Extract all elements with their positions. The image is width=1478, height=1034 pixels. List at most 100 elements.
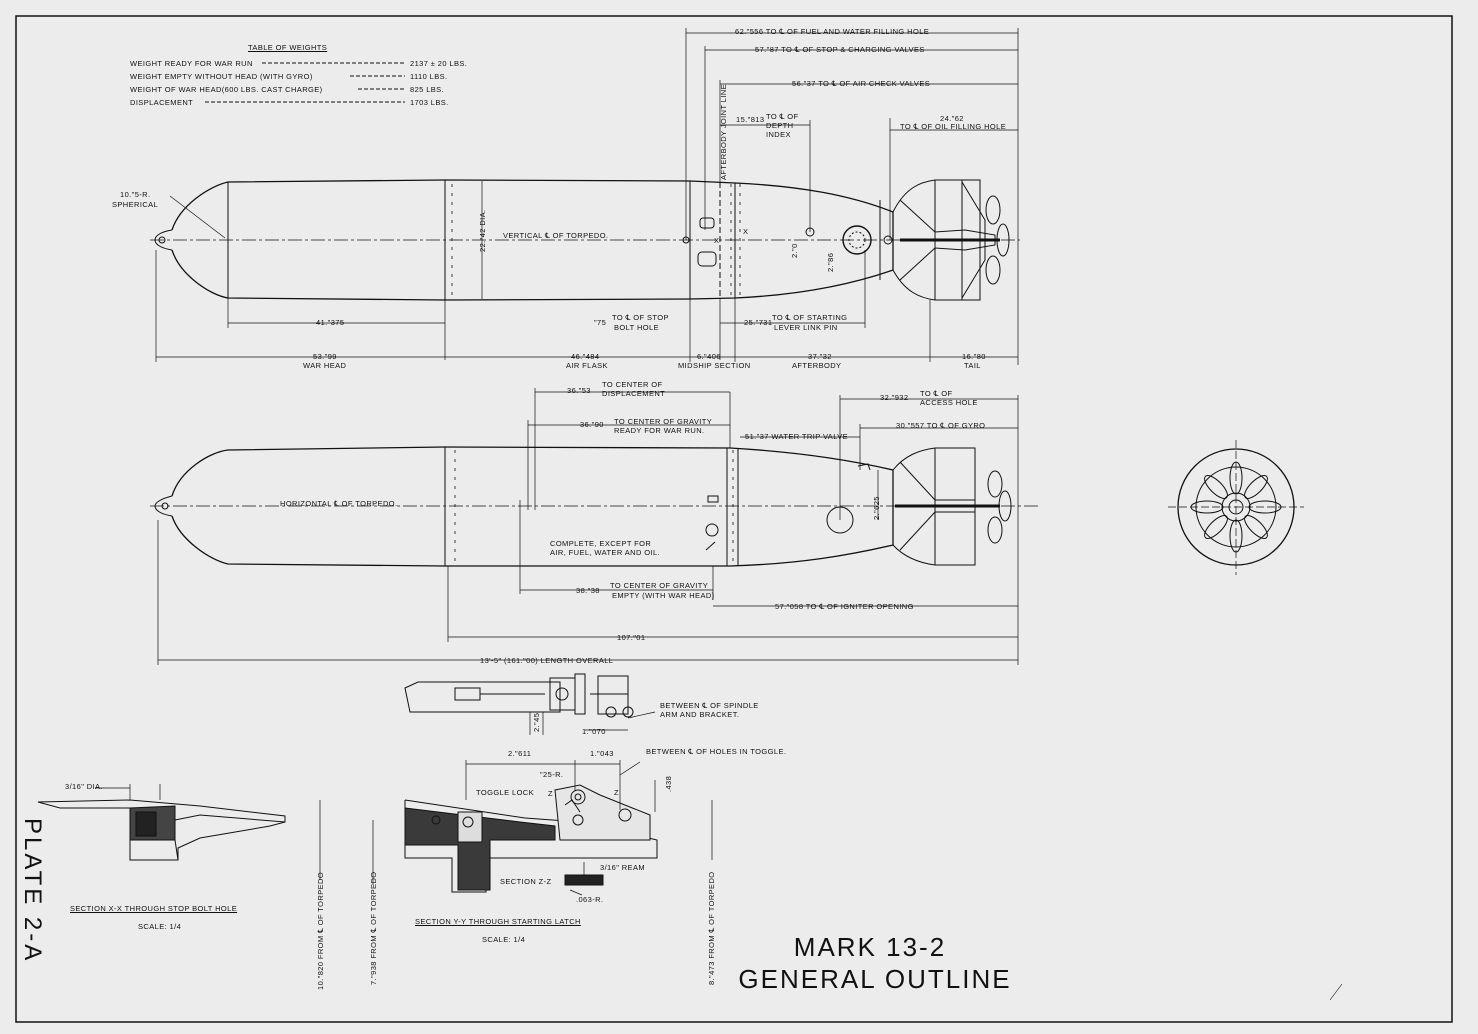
section-y-radius-2: .063-R.: [576, 895, 604, 904]
small-dim-2: 2."86: [826, 252, 835, 272]
nose-type-label: SPHERICAL: [112, 200, 159, 209]
side-view-dimensions: [158, 388, 1018, 665]
side-small-dim: 2."625: [872, 496, 881, 520]
afterbody-joint-line-label: AFTERBODY JOINT LINE: [719, 83, 728, 180]
marker-z-1: Z: [548, 789, 553, 798]
section-z-label: SECTION Z-Z: [500, 877, 552, 886]
gravity-empty-label-2: EMPTY (WITH WAR HEAD): [612, 591, 715, 600]
dim-oil-hole-label: TO ℄ OF OIL FILLING HOLE: [900, 122, 1007, 131]
segment-tail-label: TAIL: [964, 361, 981, 370]
plate-label: PLATE 2-A: [19, 818, 46, 964]
dim-107-label: 107."01: [617, 633, 646, 642]
section-y-dim-b: 1."043: [590, 749, 614, 758]
small-dim-1: 2."0: [790, 243, 799, 258]
scratch-mark: [1330, 984, 1342, 1000]
nose-radius-label: 10."5-R.: [120, 190, 151, 199]
spindle-note-1: BETWEEN ℄ OF SPINDLE: [660, 701, 759, 710]
gravity-war-value: 36."90: [580, 420, 604, 429]
weight-label-2: WEIGHT EMPTY WITHOUT HEAD (WITH GYRO): [130, 72, 313, 81]
section-leaders: [320, 800, 712, 885]
dim-oil-hole-value: 24."62: [940, 114, 964, 123]
spindle-note-2: ARM AND BRACKET.: [660, 710, 740, 719]
section-x-x-drawing: [38, 784, 285, 860]
torpedo-end-view: [1168, 440, 1304, 575]
section-y-vertical-note-2: 8."473 FROM ℄ OF TORPEDO: [707, 871, 716, 986]
torpedo-side-view: [150, 447, 1040, 566]
dim-warhead-inner: 41."375: [316, 318, 345, 327]
dim-lever-label-1: TO ℄ OF STARTING: [772, 313, 848, 322]
spindle-detail: [405, 674, 655, 735]
section-x-scale: SCALE: 1/4: [138, 922, 182, 931]
vertical-centerline-label: VERTICAL ℄ OF TORPEDO.: [503, 231, 609, 240]
marker-z-2: Z: [614, 788, 619, 797]
section-y-radius: "25-R.: [540, 770, 564, 779]
section-y-holes-note: BETWEEN ℄ OF HOLES IN TOGGLE.: [646, 747, 787, 756]
section-x-vertical-note: 10."820 FROM ℄ OF TORPEDO: [316, 871, 325, 990]
section-x-dia: 3/16" DIA.: [65, 782, 103, 791]
weight-value-3: 825 LBS.: [410, 85, 445, 94]
trip-valve-label: 51."37 WATER TRIP VALVE: [745, 432, 849, 441]
segment-afterbody-label: AFTERBODY: [792, 361, 842, 370]
dim-bolt-value: "75: [594, 318, 607, 327]
dim-depth-index-value: 15."813: [736, 115, 765, 124]
section-y-vertical-note-1: 7."938 FROM ℄ OF TORPEDO: [369, 871, 378, 986]
displacement-label-2: DISPLACEMENT: [602, 389, 666, 398]
ream-label: 3/16" REAM: [600, 863, 646, 872]
complete-note-1: COMPLETE, EXCEPT FOR: [550, 539, 652, 548]
dim-air-check: 56."37 TO ℄ OF AIR CHECK VALVES: [792, 79, 931, 88]
dim-bolt-label-1: TO ℄ OF STOP: [612, 313, 669, 322]
gyro-label: 30."557 TO ℄ OF GYRO: [896, 421, 986, 430]
marker-x-2: X: [714, 236, 720, 245]
weight-value-1: 2137 ± 20 LBS.: [410, 59, 468, 68]
title-line-2: GENERAL OUTLINE: [738, 964, 1012, 994]
plan-view-dimensions: [156, 28, 1018, 365]
weight-label-1: WEIGHT READY FOR WAR RUN: [130, 59, 253, 68]
segment-airflask-value: 46."484: [571, 352, 600, 361]
displacement-value: 36."53: [567, 386, 591, 395]
spindle-dim-v: 2."45: [532, 712, 541, 732]
access-label-1: TO ℄ OF: [920, 389, 953, 398]
weight-label-4: DISPLACEMENT: [130, 98, 194, 107]
weight-label-3: WEIGHT OF WAR HEAD(600 LBS. CAST CHARGE): [130, 85, 323, 94]
weight-value-4: 1703 LBS.: [410, 98, 449, 107]
section-y-label: SECTION Y-Y THROUGH STARTING LATCH: [415, 917, 581, 926]
access-value: 32."932: [880, 393, 909, 402]
sheet-border: [16, 16, 1452, 1022]
complete-note-2: AIR, FUEL, WATER AND OIL.: [550, 548, 661, 557]
weights-leaders: [205, 63, 405, 102]
gravity-empty-label-1: TO CENTER OF GRAVITY: [610, 581, 709, 590]
overall-length-label: 13'-5" (161."00) LENGTH OVERALL: [480, 656, 614, 665]
access-label-2: ACCESS HOLE: [920, 398, 978, 407]
gravity-empty-value: 38."38: [576, 586, 600, 595]
section-x-label: SECTION X-X THROUGH STOP BOLT HOLE: [70, 904, 238, 913]
toggle-lock-label: TOGGLE LOCK: [476, 788, 535, 797]
dim-stop-valves: 57."87 TO ℄ OF STOP & CHARGING VALVES: [755, 45, 925, 54]
title-line-1: MARK 13-2: [793, 932, 947, 962]
dim-lever-value: 25."731: [744, 318, 773, 327]
segment-airflask-label: AIR FLASK: [566, 361, 608, 370]
section-y-y-drawing: [405, 760, 657, 895]
spindle-dim-h: 1."070: [582, 727, 606, 736]
gravity-war-label-2: READY FOR WAR RUN.: [614, 426, 705, 435]
section-y-scale: SCALE: 1/4: [482, 935, 526, 944]
segment-midship-value: 6."406: [697, 352, 721, 361]
weights-table-title: TABLE OF WEIGHTS: [248, 43, 328, 52]
horizontal-centerline-label: HORIZONTAL ℄ OF TORPEDO.: [280, 499, 398, 508]
segment-warhead-label: WAR HEAD: [303, 361, 347, 370]
torpedo-plan-view: [150, 180, 1020, 300]
displacement-label-1: TO CENTER OF: [602, 380, 663, 389]
dim-depth-index-label: TO ℄ OF DEPTH INDEX: [766, 112, 799, 139]
section-y-dim-c: .438: [664, 775, 673, 792]
section-y-dim-a: 2."611: [508, 749, 532, 758]
marker-x-1: X: [743, 227, 749, 236]
gravity-war-label-1: TO CENTER OF GRAVITY: [614, 417, 713, 426]
segment-afterbody-value: 37."32: [808, 352, 832, 361]
segment-tail-value: 16."80: [962, 352, 986, 361]
segment-midship-label: MIDSHIP SECTION: [678, 361, 751, 370]
dim-bolt-label-2: BOLT HOLE: [614, 323, 660, 332]
weight-value-2: 1110 LBS.: [410, 72, 448, 81]
segment-warhead-value: 53."99: [313, 352, 337, 361]
dim-fuel-hole: 62."556 TO ℄ OF FUEL AND WATER FILLING H…: [735, 27, 930, 36]
